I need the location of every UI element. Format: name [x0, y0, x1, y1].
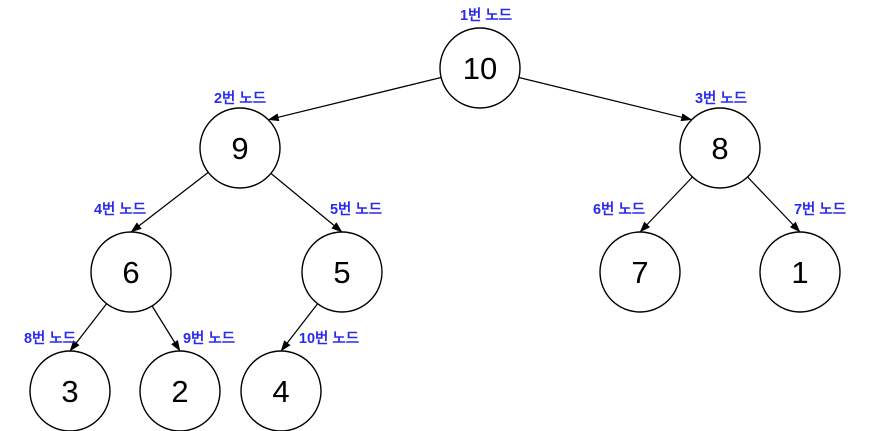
node-value: 7	[631, 255, 648, 290]
tree-edge-1-2	[267, 76, 442, 122]
node-number-label: 1번 노드	[460, 7, 512, 24]
tree-node-9: 2 9번 노드	[139, 330, 235, 431]
tree-node-7: 1 7번 노드	[759, 201, 846, 313]
tree-edge-2-5	[270, 172, 343, 233]
node-circle	[759, 231, 841, 313]
node-number-label: 2번 노드	[214, 90, 266, 107]
tree-edge-3-6	[639, 176, 693, 233]
node-circle	[240, 350, 322, 431]
node-circle	[139, 350, 221, 431]
tree-edge-3-7	[747, 176, 801, 233]
node-value: 6	[122, 255, 139, 290]
tree-node-8: 3 8번 노드	[24, 330, 111, 431]
node-circle	[199, 107, 281, 189]
node-circle	[439, 27, 521, 109]
node-number-label: 8번 노드	[24, 330, 76, 347]
node-circle	[679, 107, 761, 189]
node-value: 10	[463, 51, 497, 86]
tree-node-4: 6 4번 노드	[90, 201, 172, 313]
node-circle	[90, 231, 172, 313]
node-number-label: 5번 노드	[330, 201, 382, 218]
node-circle	[301, 231, 383, 313]
node-number-label: 6번 노드	[593, 201, 645, 218]
node-circle	[599, 231, 681, 313]
node-number-label: 3번 노드	[695, 90, 747, 107]
node-value: 1	[791, 255, 808, 290]
tree-edge-1-3	[518, 76, 693, 122]
tree-node-3: 8 3번 노드	[679, 90, 761, 189]
tree-edge-2-4	[130, 171, 209, 233]
node-value: 8	[711, 131, 728, 166]
tree-node-1: 10 1번 노드	[439, 7, 521, 109]
node-value: 5	[333, 255, 350, 290]
tree-edge-5-10	[280, 303, 319, 352]
tree-node-10: 4 10번 노드	[240, 330, 359, 431]
node-value: 4	[272, 374, 289, 409]
tree-node-2: 9 2번 노드	[199, 90, 281, 189]
tree-edge-4-9	[151, 305, 181, 352]
node-number-label: 4번 노드	[94, 201, 146, 218]
tree-edge-4-8	[69, 303, 108, 352]
node-value: 2	[171, 374, 188, 409]
node-value: 9	[231, 131, 248, 166]
node-number-label: 9번 노드	[183, 330, 235, 347]
node-circle	[29, 350, 111, 431]
tree-node-5: 5 5번 노드	[301, 201, 383, 313]
node-number-label: 10번 노드	[299, 330, 359, 347]
node-value: 3	[61, 374, 78, 409]
tree-node-6: 7 6번 노드	[593, 201, 681, 313]
node-number-label: 7번 노드	[794, 201, 846, 218]
